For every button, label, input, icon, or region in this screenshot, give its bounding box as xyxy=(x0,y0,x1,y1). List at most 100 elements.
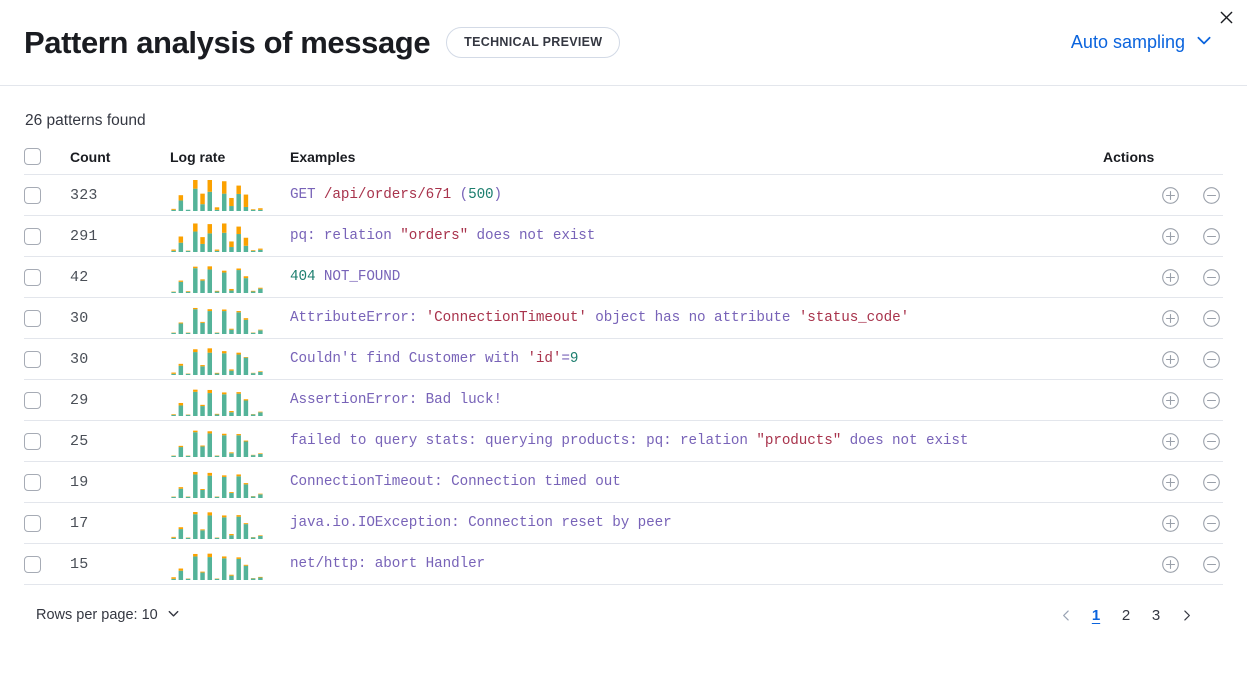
row-count: 30 xyxy=(70,338,170,380)
row-count: 25 xyxy=(70,420,170,462)
row-actions xyxy=(1103,297,1223,339)
circle-minus-icon[interactable] xyxy=(1199,470,1223,494)
example-token: Couldn't find Customer with xyxy=(290,351,528,367)
circle-plus-icon[interactable] xyxy=(1159,429,1183,453)
example-token: ConnectionTimeout: Connection timed out xyxy=(290,474,621,490)
example-token: ) xyxy=(493,187,503,203)
circle-minus-icon[interactable] xyxy=(1199,183,1223,207)
chevron-down-icon[interactable] xyxy=(1195,31,1213,54)
row-actions xyxy=(1103,420,1223,462)
table-header-row: Count Log rate Examples Actions xyxy=(24,148,1223,175)
example-token: NOT_FOUND xyxy=(315,269,401,285)
circle-minus-icon[interactable] xyxy=(1199,265,1223,289)
row-actions xyxy=(1103,338,1223,380)
example-token: "orders" xyxy=(400,228,469,244)
circle-minus-icon[interactable] xyxy=(1199,429,1223,453)
table-body: 323 GET /api/orders/671 (500) 291 pq: re… xyxy=(24,174,1223,585)
rows-per-page-label: Rows per page: 10 xyxy=(36,607,158,623)
row-example: pq: relation "orders" does not exist xyxy=(290,215,1103,257)
example-token: 404 xyxy=(290,269,316,285)
row-checkbox[interactable] xyxy=(24,268,41,286)
circle-plus-icon[interactable] xyxy=(1159,347,1183,371)
pagination-page-1[interactable]: 1 xyxy=(1091,606,1101,624)
row-example: ConnectionTimeout: Connection timed out xyxy=(290,461,1103,503)
column-header-actions: Actions xyxy=(1103,148,1223,175)
row-log-rate xyxy=(170,338,290,380)
circle-plus-icon[interactable] xyxy=(1159,388,1183,412)
circle-minus-icon[interactable] xyxy=(1199,347,1223,371)
patterns-found-count: 26 patterns found xyxy=(25,112,146,129)
select-all-checkbox[interactable] xyxy=(24,148,41,165)
row-example: Couldn't find Customer with 'id'=9 xyxy=(290,338,1103,380)
circle-minus-icon[interactable] xyxy=(1199,552,1223,576)
row-count: 17 xyxy=(70,502,170,544)
circle-minus-icon[interactable] xyxy=(1199,306,1223,330)
circle-plus-icon[interactable] xyxy=(1159,224,1183,248)
example-token: "products" xyxy=(756,433,842,449)
row-checkbox[interactable] xyxy=(24,432,41,450)
circle-minus-icon[interactable] xyxy=(1199,224,1223,248)
circle-plus-icon[interactable] xyxy=(1159,265,1183,289)
row-log-rate xyxy=(170,543,290,585)
row-select-cell xyxy=(24,379,70,421)
row-select-cell xyxy=(24,297,70,339)
table-row: 42 404 NOT_FOUND xyxy=(24,256,1223,298)
table-footer: Rows per page: 10 1 2 3 xyxy=(24,585,1223,628)
circle-plus-icon[interactable] xyxy=(1159,511,1183,535)
row-checkbox[interactable] xyxy=(24,186,41,204)
chevron-left-icon[interactable] xyxy=(1053,602,1079,628)
row-example: net/http: abort Handler xyxy=(290,543,1103,585)
row-example: AssertionError: Bad luck! xyxy=(290,379,1103,421)
circle-plus-icon[interactable] xyxy=(1159,306,1183,330)
row-actions xyxy=(1103,461,1223,503)
row-actions xyxy=(1103,174,1223,216)
example-token: 9 xyxy=(569,351,579,367)
table-row: 30 AttributeError: 'ConnectionTimeout' o… xyxy=(24,297,1223,339)
table-row: 19 ConnectionTimeout: Connection timed o… xyxy=(24,461,1223,503)
circle-plus-icon[interactable] xyxy=(1159,470,1183,494)
row-checkbox[interactable] xyxy=(24,514,41,532)
row-checkbox[interactable] xyxy=(24,350,41,368)
rows-per-page-selector[interactable]: Rows per page: 10 xyxy=(36,606,181,625)
header-actions: Auto sampling xyxy=(1071,31,1223,54)
example-token: AssertionError: Bad luck! xyxy=(290,392,502,408)
column-header-count[interactable]: Count xyxy=(70,148,170,175)
pagination: 1 2 3 xyxy=(1053,602,1199,628)
circle-minus-icon[interactable] xyxy=(1199,388,1223,412)
table-row: 291 pq: relation "orders" does not exist xyxy=(24,215,1223,257)
table-row: 323 GET /api/orders/671 (500) xyxy=(24,174,1223,216)
circle-plus-icon[interactable] xyxy=(1159,552,1183,576)
row-count: 30 xyxy=(70,297,170,339)
page-title: Pattern analysis of message xyxy=(24,24,431,60)
row-checkbox[interactable] xyxy=(24,309,41,327)
table-row: 25 failed to query stats: querying produ… xyxy=(24,420,1223,462)
chevron-right-icon[interactable] xyxy=(1173,602,1199,628)
row-log-rate xyxy=(170,461,290,503)
table-row: 30 Couldn't find Customer with 'id'=9 xyxy=(24,338,1223,380)
select-all-header xyxy=(24,148,70,175)
row-count: 291 xyxy=(70,215,170,257)
row-select-cell xyxy=(24,174,70,216)
column-header-log-rate[interactable]: Log rate xyxy=(170,148,290,175)
row-example: 404 NOT_FOUND xyxy=(290,256,1103,298)
pagination-page-3[interactable]: 3 xyxy=(1151,606,1161,624)
row-checkbox[interactable] xyxy=(24,473,41,491)
example-token: failed to query stats: querying products… xyxy=(290,433,757,449)
row-checkbox[interactable] xyxy=(24,391,41,409)
row-actions xyxy=(1103,502,1223,544)
column-header-examples[interactable]: Examples xyxy=(290,148,1103,175)
table-row: 17 java.io.IOException: Connection reset… xyxy=(24,502,1223,544)
circle-minus-icon[interactable] xyxy=(1199,511,1223,535)
auto-sampling-button[interactable]: Auto sampling xyxy=(1070,32,1185,52)
row-checkbox[interactable] xyxy=(24,227,41,245)
panel-body: 26 patterns found Count Log rate Example… xyxy=(0,86,1247,628)
close-icon[interactable] xyxy=(1213,4,1239,30)
circle-plus-icon[interactable] xyxy=(1159,183,1183,207)
row-count: 15 xyxy=(70,543,170,585)
example-token: ( xyxy=(451,187,469,203)
row-count: 42 xyxy=(70,256,170,298)
row-log-rate xyxy=(170,379,290,421)
pagination-page-2[interactable]: 2 xyxy=(1121,606,1131,624)
row-log-rate xyxy=(170,215,290,257)
row-checkbox[interactable] xyxy=(24,555,41,573)
